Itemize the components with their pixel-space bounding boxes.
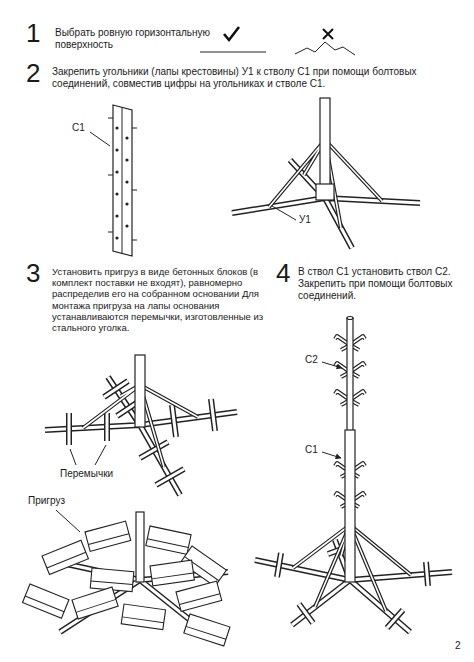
leader-line xyxy=(90,132,110,146)
part-label: С2 xyxy=(305,354,318,366)
concrete-block xyxy=(72,587,118,619)
cross-mark xyxy=(323,29,333,39)
leader-arrow xyxy=(322,452,341,458)
cross-stand xyxy=(232,98,420,248)
concrete-block xyxy=(146,526,191,554)
leader-line xyxy=(272,206,296,220)
concrete-block xyxy=(23,584,69,618)
leader-line xyxy=(70,445,106,465)
flat-line xyxy=(200,52,266,53)
trunk xyxy=(135,355,145,427)
concrete-block xyxy=(176,581,222,611)
step-number: 4 xyxy=(276,260,290,286)
instruction-text: В ствол С1 установить ствол С2. Закрепит… xyxy=(298,266,466,301)
trunk xyxy=(136,512,144,582)
page-number: 2 xyxy=(455,640,461,652)
step-number: 2 xyxy=(26,60,40,86)
concrete-block xyxy=(121,604,165,630)
concrete-block xyxy=(150,560,194,586)
assembled-tree-frame xyxy=(255,317,452,633)
bolt-holes xyxy=(115,126,128,239)
uneven-surface-bad xyxy=(295,29,355,55)
concrete-block xyxy=(184,614,230,646)
trunk-c1 xyxy=(345,430,355,582)
instruction-text: Закрепить угольники (лапы крестовины) У1… xyxy=(52,66,462,90)
angle-trunk xyxy=(113,105,132,256)
trunk-cap xyxy=(347,317,353,320)
part-label: У1 xyxy=(299,214,311,226)
trunk-plate xyxy=(316,184,334,200)
concrete-block xyxy=(85,521,131,551)
instruction-text: Выбрать ровную горизонтальную поверхност… xyxy=(55,27,215,51)
concrete-block xyxy=(42,540,88,574)
check-mark xyxy=(224,27,239,40)
instruction-text: Установить пригруз в виде бетонных блоко… xyxy=(52,266,270,333)
stand-with-crossbars xyxy=(45,355,237,495)
part-label: С1 xyxy=(72,122,85,134)
leader-line xyxy=(56,510,80,532)
leader-arrow xyxy=(322,362,342,368)
step-number: 3 xyxy=(26,260,40,286)
trunk-c2 xyxy=(347,318,353,433)
ballast-blocks xyxy=(23,510,230,646)
trunk-tabs xyxy=(108,118,137,240)
step-number: 1 xyxy=(26,20,40,46)
trunk-fold xyxy=(122,107,123,254)
uneven-line xyxy=(295,42,355,55)
part-label: Перемычки xyxy=(60,468,113,480)
trunk-c1-part xyxy=(90,105,137,256)
part-label: Пригруз xyxy=(28,495,65,507)
part-label: С1 xyxy=(305,444,318,456)
